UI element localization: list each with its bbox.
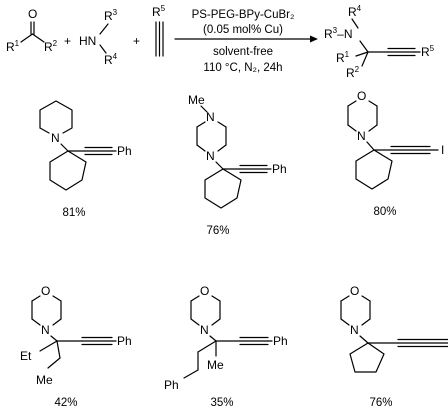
p1-n-atom: N	[51, 131, 60, 145]
p3-i-label: I	[441, 143, 444, 157]
p2-ph-label: Ph	[272, 162, 287, 176]
r5-label: R5	[152, 4, 166, 19]
ketone-reactant: O R1 R2	[6, 7, 58, 54]
p2-n-bottom: N	[206, 149, 215, 163]
product-r3-n-label: R3–N	[324, 26, 352, 41]
p3-n-atom: N	[357, 129, 366, 143]
p4-et-label: Et	[20, 349, 32, 363]
plus-sign-2: +	[133, 34, 140, 48]
p5-me-label: Me	[207, 358, 224, 372]
ketone-oxygen: O	[28, 7, 37, 21]
amine-hn: HN	[79, 34, 96, 48]
piperidine-ring	[39, 100, 73, 134]
p5-yield: 35%	[210, 397, 233, 409]
plus-sign-1: +	[64, 34, 71, 48]
p5-o-atom: O	[200, 284, 209, 298]
r1-label: R1	[6, 39, 20, 54]
arrow-head	[310, 35, 318, 43]
product-1: N Ph 81%	[39, 100, 132, 219]
r4-label: R4	[104, 52, 118, 67]
p3-o-atom: O	[357, 89, 366, 103]
p6-yield: 76%	[369, 397, 392, 409]
p4-o-atom: O	[41, 284, 50, 298]
product-r5-label: R5	[421, 44, 435, 59]
p4-n-atom: N	[41, 323, 50, 337]
amine-reactant: R3 HN R4	[79, 8, 118, 67]
product-3: O N I 80%	[347, 89, 444, 218]
product-6: O N 76%	[340, 284, 448, 409]
solvent-text: solvent-free	[213, 46, 273, 58]
product-5: O N Ph Me Ph 35%	[164, 284, 288, 409]
alkyne-reactant: R5	[152, 4, 166, 57]
p4-yield: 42%	[54, 397, 77, 409]
product-r2-label: R2	[346, 65, 360, 80]
p6-o-atom: O	[350, 284, 359, 298]
catalyst-text: PS-PEG-BPy-CuBr₂	[192, 9, 295, 21]
r3-label: R3	[104, 8, 118, 23]
p4-me-label: Me	[36, 373, 53, 387]
p3-yield: 80%	[373, 206, 396, 218]
p2-yield: 76%	[206, 225, 229, 237]
p2-cyclohexane	[204, 168, 242, 209]
product-r4-label: R4	[348, 4, 362, 19]
p6-n-atom: N	[350, 323, 359, 337]
reaction-conditions: PS-PEG-BPy-CuBr₂ (0.05 mol% Cu) solvent-…	[174, 9, 318, 74]
p1-yield: 81%	[62, 207, 85, 219]
p3-cyclohexane	[355, 149, 393, 190]
p5-ph-label: Ph	[273, 334, 288, 348]
cyclohexane-ring	[49, 150, 87, 191]
loading-text: (0.05 mol% Cu)	[203, 24, 283, 36]
p4-ph-label: Ph	[117, 334, 132, 348]
r2-label: R2	[44, 39, 58, 54]
p6-cyclopentane	[349, 342, 385, 373]
product-4: O N Ph Et Me 42%	[20, 284, 132, 409]
p5-n-atom: N	[200, 323, 209, 337]
p5-ph2-label: Ph	[164, 378, 179, 392]
p1-ph-label: Ph	[117, 144, 132, 158]
p2-me-label: Me	[188, 93, 205, 107]
product-2: Me N N Ph 76%	[188, 93, 287, 237]
temperature-text: 110 °C, N₂, 24h	[203, 62, 282, 74]
propargylamine-product: R4 R3–N R5 R1 R2	[324, 4, 435, 80]
p2-n-top: N	[206, 110, 215, 124]
product-r1-label: R1	[336, 50, 350, 65]
